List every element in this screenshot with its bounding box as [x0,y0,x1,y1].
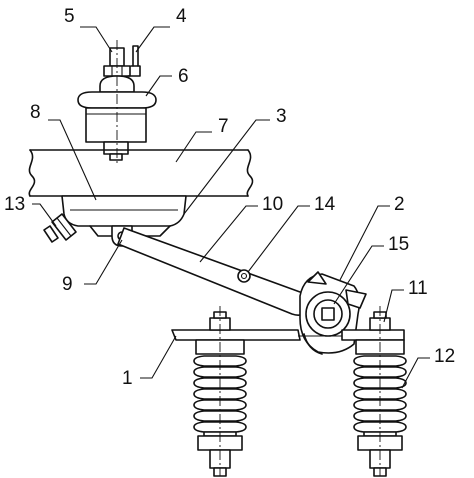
callout-7: 7 [218,116,229,137]
callout-3: 3 [276,106,287,127]
bracket [127,45,141,77]
clamp-saddle [61,195,187,237]
callout-9: 9 [62,274,73,295]
callout-labels: 5 4 6 8 7 3 13 10 14 2 15 9 11 12 1 [4,6,455,389]
callout-11: 11 [408,278,428,299]
horizontal-beam [28,149,254,197]
callout-13: 13 [4,194,25,215]
callout-12: 12 [434,346,455,367]
callout-10: 10 [262,194,283,215]
insulator-fin [193,388,247,400]
connecting-link [117,227,310,316]
callout-8: 8 [30,102,41,123]
insulator-fin [193,366,247,378]
callout-1: 1 [122,368,133,389]
side-bolt [43,213,77,243]
callout-6: 6 [178,66,189,87]
insulator-right [353,306,407,477]
insulator-cap [77,40,157,166]
base-plate [171,329,405,341]
insulator-left [193,306,247,477]
insulator-fin [353,366,407,378]
callout-15: 15 [388,234,409,255]
callout-5: 5 [64,6,75,27]
callout-2: 2 [394,194,405,215]
insulator-fin [353,388,407,400]
callout-4: 4 [176,6,187,27]
rotating-disc [299,271,367,355]
leader-lines [32,26,430,389]
callout-14: 14 [314,194,336,215]
